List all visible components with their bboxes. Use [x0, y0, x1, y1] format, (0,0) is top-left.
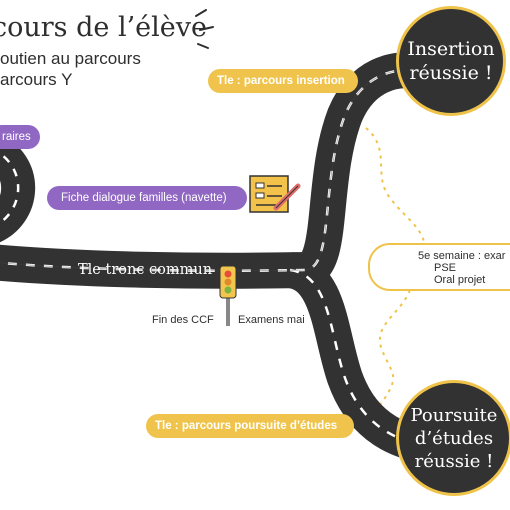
poursuite-line-3: réussie ! — [414, 450, 494, 472]
tronc-commun-label: Tle tronc commun — [78, 262, 213, 278]
tle-insertion-label: Tle : parcours insertion — [217, 75, 345, 87]
pill-tle-poursuite: Tle : parcours poursuite d’études — [146, 414, 354, 438]
pill-left-horaires: raires — [0, 125, 40, 149]
exam-line-3: Oral projet — [434, 274, 486, 286]
document-pencil-icon — [249, 175, 301, 213]
pill-fiche-dialogue: Fiche dialogue familles (navette) — [47, 186, 247, 210]
sparkle-lines — [195, 9, 214, 49]
subtitle-line-2: arcours Y — [0, 70, 73, 89]
poursuite-dotted-connector — [379, 289, 411, 406]
main-road — [0, 52, 425, 289]
pill-left-label: raires — [2, 131, 31, 143]
tle-poursuite-label: Tle : parcours poursuite d’études — [155, 420, 338, 432]
examens-label: Examens mai — [238, 314, 305, 326]
poursuite-line-1: Poursuite — [410, 404, 498, 426]
insertion-line-2: réussie ! — [409, 62, 493, 84]
exam-week-box — [368, 243, 510, 291]
pill-tle-insertion: Tle : parcours insertion — [208, 69, 358, 93]
poursuite-line-2: d’études — [414, 427, 494, 449]
fin-ccf-label: Fin des CCF — [152, 314, 214, 326]
insertion-dotted-connector — [365, 127, 426, 246]
exam-line-2: PSE — [434, 262, 457, 274]
exam-line-1: 5e semaine : exar — [418, 250, 506, 262]
poursuite-circle: Poursuite d’études réussie ! — [396, 380, 510, 496]
insertion-circle: Insertion réussie ! — [396, 6, 506, 116]
fiche-label: Fiche dialogue familles (navette) — [61, 192, 227, 204]
page-subtitle: outien au parcours arcours Y — [0, 48, 141, 90]
insertion-line-1: Insertion — [407, 38, 495, 60]
traffic-light-icon — [219, 265, 237, 326]
page-title: cours de l’élève — [0, 12, 207, 43]
subtitle-line-1: outien au parcours — [0, 49, 141, 68]
